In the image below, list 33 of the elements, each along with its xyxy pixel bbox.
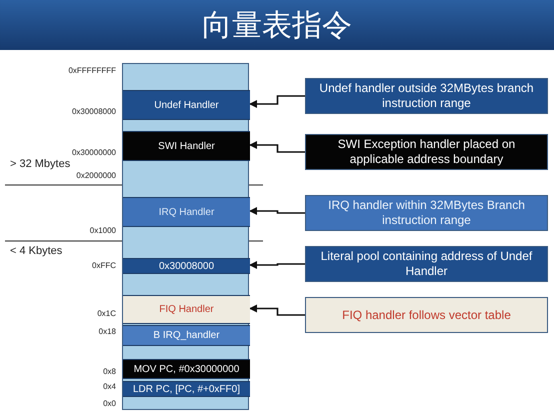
memory-block: IRQ Handler xyxy=(123,197,250,227)
address-label: 0x8 xyxy=(103,367,116,376)
memory-block: 0x30008000 xyxy=(123,258,250,274)
address-label: 0xFFFFFFFF xyxy=(68,66,116,75)
address-label: 0x18 xyxy=(98,327,116,336)
callout-box: Undef handler outside 32MBytes branch instruction range xyxy=(305,78,548,114)
callout-box: IRQ handler within 32MBytes Branch instruction range xyxy=(305,195,548,231)
callout-box: FIQ handler follows vector table xyxy=(305,297,548,333)
range-label: > 32 Mbytes xyxy=(10,158,70,170)
callout-box: Literal pool containing address of Undef Handler xyxy=(305,246,548,282)
memory-block: LDR PC, [PC, #+0xFF0] xyxy=(123,381,250,397)
address-label: 0x1C xyxy=(97,309,116,318)
title-banner: 向量表指令 xyxy=(0,0,554,50)
range-label: < 4 Kbytes xyxy=(10,245,62,257)
address-label: 0x1000 xyxy=(90,226,116,235)
address-label: 0x4 xyxy=(103,382,116,391)
memory-block: FIQ Handler xyxy=(123,295,250,324)
arrow xyxy=(249,261,305,269)
address-label: 0x0 xyxy=(103,399,116,408)
address-label: 0x30008000 xyxy=(72,107,116,116)
arrow xyxy=(249,141,305,153)
memory-block: MOV PC, #0x30000000 xyxy=(123,359,250,379)
address-label: 0x30000000 xyxy=(72,148,116,157)
arrow xyxy=(249,207,305,215)
address-label: 0x2000000 xyxy=(76,171,116,180)
memory-column xyxy=(122,63,249,410)
address-label: 0xFFC xyxy=(92,261,116,270)
arrow xyxy=(249,304,305,316)
memory-block: Undef Handler xyxy=(123,90,250,120)
memory-block: SWI Handler xyxy=(123,131,250,161)
callout-box: SWI Exception handler placed on applicable address boundary xyxy=(305,134,548,170)
arrow xyxy=(249,95,305,108)
memory-block: B IRQ_handler xyxy=(123,325,250,346)
